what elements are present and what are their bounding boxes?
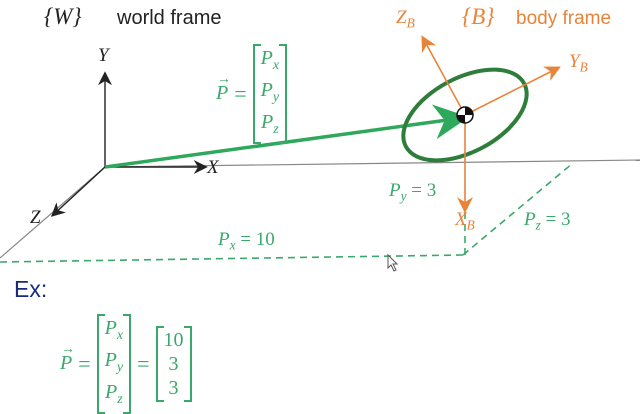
- pz-measure: Pz = 3: [524, 209, 571, 233]
- body-frame-title: body frame: [516, 8, 612, 29]
- body-y-axis: [464, 66, 561, 116]
- body-frame-brace: {B}: [462, 4, 495, 29]
- yb-axis-label: YB: [569, 51, 588, 75]
- example-equation: →P = Px Py Pz = 10 3 3: [60, 314, 192, 414]
- y-axis-label: Y: [98, 45, 109, 66]
- x-axis-label: X: [207, 157, 219, 178]
- example-symbol-matrix: Px Py Pz: [96, 314, 132, 414]
- position-vector-equation: →P = Px Py Pz: [216, 44, 288, 144]
- px-measure: Px = 10: [218, 229, 275, 253]
- world-z-axis: [50, 166, 106, 217]
- zb-axis-label: ZB: [396, 7, 415, 31]
- z-axis-label: Z: [30, 207, 41, 228]
- vector-lhs: →P: [216, 72, 231, 105]
- vector-matrix: Px Py Pz: [252, 44, 288, 144]
- projection-dashes: [0, 162, 574, 263]
- ground-line-back: [104, 159, 640, 168]
- world-frame-brace: {W}: [44, 4, 82, 29]
- example-lhs: →P: [60, 342, 75, 375]
- xb-axis-label: XB: [455, 209, 475, 233]
- example-label: Ex:: [14, 276, 48, 302]
- py-measure: Py = 3: [389, 180, 437, 204]
- mouse-cursor-icon: [387, 253, 399, 272]
- example-value-matrix: 10 3 3: [155, 325, 192, 402]
- world-frame-title: world frame: [117, 7, 222, 29]
- body-z-axis: [421, 35, 466, 116]
- body-origin-marker: [456, 106, 474, 124]
